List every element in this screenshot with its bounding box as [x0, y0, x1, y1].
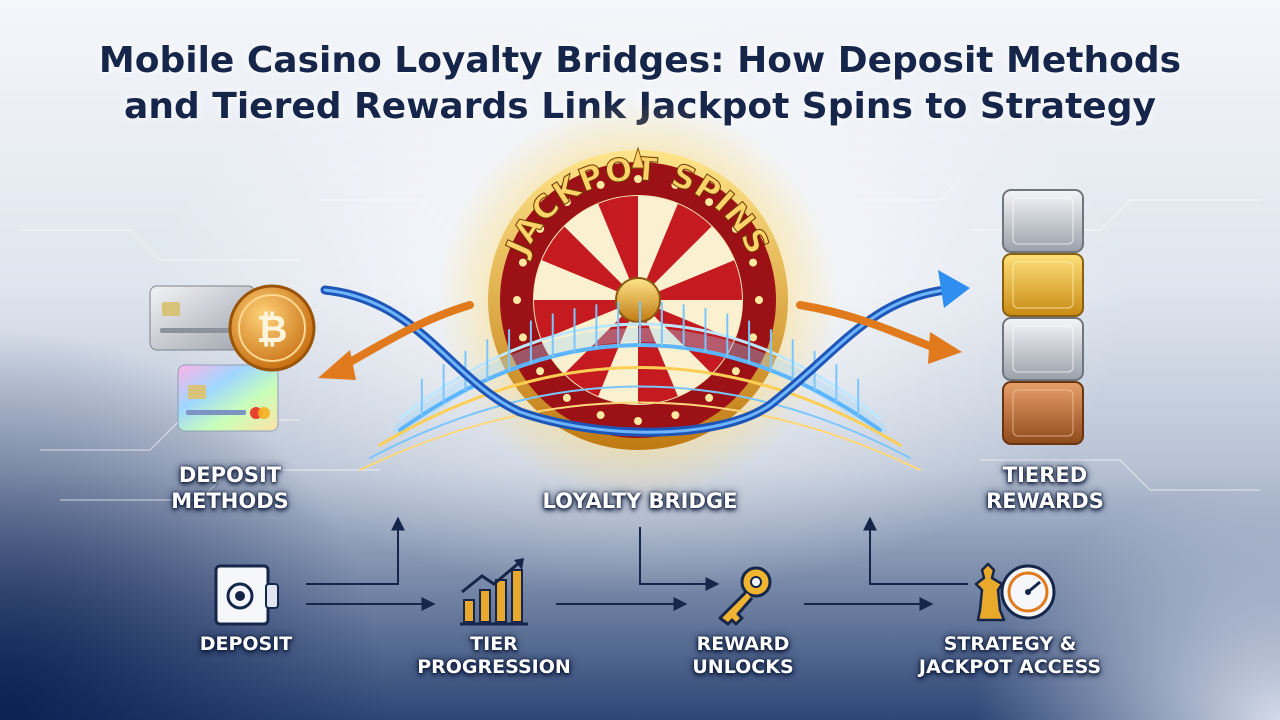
circuit-lines [20, 179, 1260, 501]
wheel-bulb [562, 198, 571, 207]
wheel-bulb [705, 393, 714, 402]
tiered-rewards-line-1: TIERED [1002, 463, 1088, 487]
wheel-bulb [634, 175, 642, 183]
chess-gauge-icon [974, 562, 1056, 622]
deposit-methods-line-2: METHODS [171, 489, 289, 513]
wheel-bulb [596, 411, 605, 420]
growth-chart-icon [460, 558, 528, 626]
wheel-segment [638, 260, 742, 300]
atm-icon [214, 564, 279, 626]
wheel-segment [534, 300, 638, 340]
svg-text:₿: ₿ [257, 307, 288, 351]
wheel-bulb [562, 393, 571, 402]
step-label-strategy-jackpot: STRATEGY & JACKPOT ACCESS [918, 633, 1102, 678]
wheel-bulb [671, 411, 680, 420]
wheel-segment [638, 300, 742, 340]
deposit-methods-line-1: DEPOSIT [178, 463, 282, 487]
wheel-bulb [536, 367, 545, 376]
wheel-bulb [518, 258, 527, 267]
wheel-bulb [755, 296, 763, 304]
wheel-segment [564, 203, 638, 300]
loyalty-bridge-label: LOYALTY BRIDGE [542, 489, 738, 513]
step-label-tier-progression: TIER PROGRESSION [417, 633, 571, 678]
wheel-bulb [705, 198, 714, 207]
tiered-rewards-label: TIERED REWARDS [960, 462, 1130, 514]
step-label-deposit: DEPOSIT [199, 633, 293, 655]
wheel-bulb [596, 180, 605, 189]
wheel-bulb [634, 417, 642, 425]
deposit-cards-icon [149, 285, 279, 432]
orange-arrow-left [341, 301, 474, 369]
orange-arrow-right [796, 301, 939, 352]
wheel-bulb [731, 367, 740, 376]
wheel-segment [638, 300, 678, 404]
step-label-reward-unlocks: REWARD UNLOCKS [692, 633, 794, 678]
wheel-segment [638, 226, 735, 300]
wheel-bulb [513, 296, 521, 304]
wheel-segment [638, 203, 712, 300]
wheel-segment [638, 196, 678, 300]
wheel-bulb [671, 180, 680, 189]
wheel-bulb [536, 224, 545, 233]
page-title: Mobile Casino Loyalty Bridges: How Depos… [40, 38, 1240, 130]
tiered-rewards-line-2: REWARDS [986, 489, 1104, 513]
jackpot-wheel: JACKPOT SPINS [488, 146, 788, 450]
wheel-segment [534, 260, 638, 300]
wheel-segment [598, 300, 638, 404]
wheel-bulb [518, 333, 527, 342]
deposit-methods-label: DEPOSIT METHODS [140, 462, 320, 514]
bitcoin-coin-icon: ₿ [228, 284, 316, 372]
wheel-bulb [749, 258, 758, 267]
wheel-segment [598, 196, 638, 300]
wheel-bulb [749, 333, 758, 342]
flow-connectors [306, 516, 968, 611]
key-icon [718, 566, 772, 626]
tier-blocks-icon [1002, 189, 1084, 445]
wheel-bulb [731, 224, 740, 233]
wheel-segment [541, 226, 638, 300]
title-line-1: Mobile Casino Loyalty Bridges: How Depos… [98, 40, 1182, 81]
blue-arrowhead [938, 270, 970, 308]
